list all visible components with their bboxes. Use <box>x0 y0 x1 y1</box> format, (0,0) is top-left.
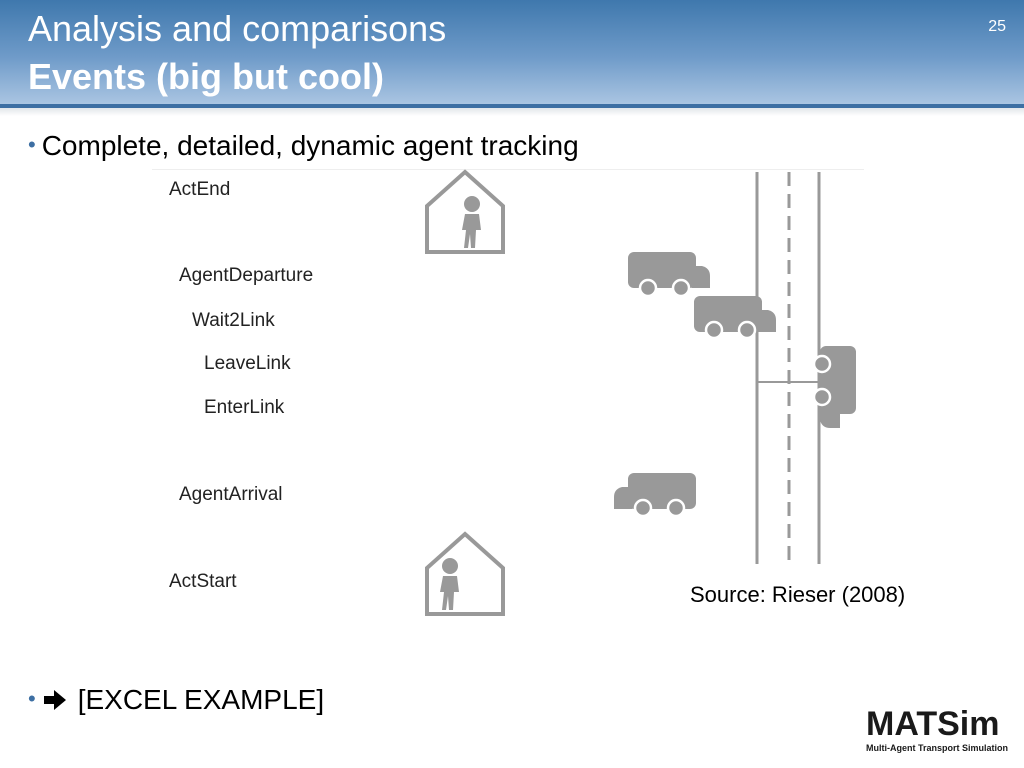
slide-title: Analysis and comparisons <box>28 8 447 49</box>
event-label-actstart: ActStart <box>169 571 237 592</box>
slide-subtitle: Events (big but cool) <box>28 56 384 97</box>
house-person-icon <box>425 531 505 616</box>
vehicle-icon <box>812 346 856 428</box>
bullet-item-excel: • [EXCEL EXAMPLE] <box>28 684 324 716</box>
arrow-right-icon <box>43 690 66 710</box>
bullet-text: [EXCEL EXAMPLE] <box>77 684 325 715</box>
slide-header <box>0 0 1024 104</box>
event-label-agentdeparture: AgentDeparture <box>179 265 314 286</box>
logo-tagline: Multi-Agent Transport Simulation <box>866 743 1008 753</box>
figure-border <box>152 169 864 170</box>
vehicle-icon <box>628 252 710 298</box>
header-divider <box>0 104 1024 108</box>
vehicle-icon <box>614 473 696 518</box>
event-label-actend: ActEnd <box>169 179 231 200</box>
matsim-logo: MATSim Multi-Agent Transport Simulation <box>866 706 1010 753</box>
bullet-dot: • <box>28 686 36 711</box>
event-label-agentarrival: AgentArrival <box>179 484 283 505</box>
event-label-leavelink: LeaveLink <box>204 353 291 374</box>
event-label-wait2link: Wait2Link <box>192 310 275 331</box>
bullet-text: Complete, detailed, dynamic agent tracki… <box>41 130 579 161</box>
bullet-dot: • <box>28 132 36 157</box>
figure-source: Source: Rieser (2008) <box>690 582 906 607</box>
event-label-enterlink: EnterLink <box>204 397 285 418</box>
logo-name: MATSim <box>866 705 1000 743</box>
house-person-icon <box>425 169 505 254</box>
header-shadow <box>0 108 1024 116</box>
bullet-item-tracking: •Complete, detailed, dynamic agent track… <box>28 130 579 162</box>
page-number: 25 <box>988 18 1006 35</box>
vehicle-icon <box>694 296 776 340</box>
